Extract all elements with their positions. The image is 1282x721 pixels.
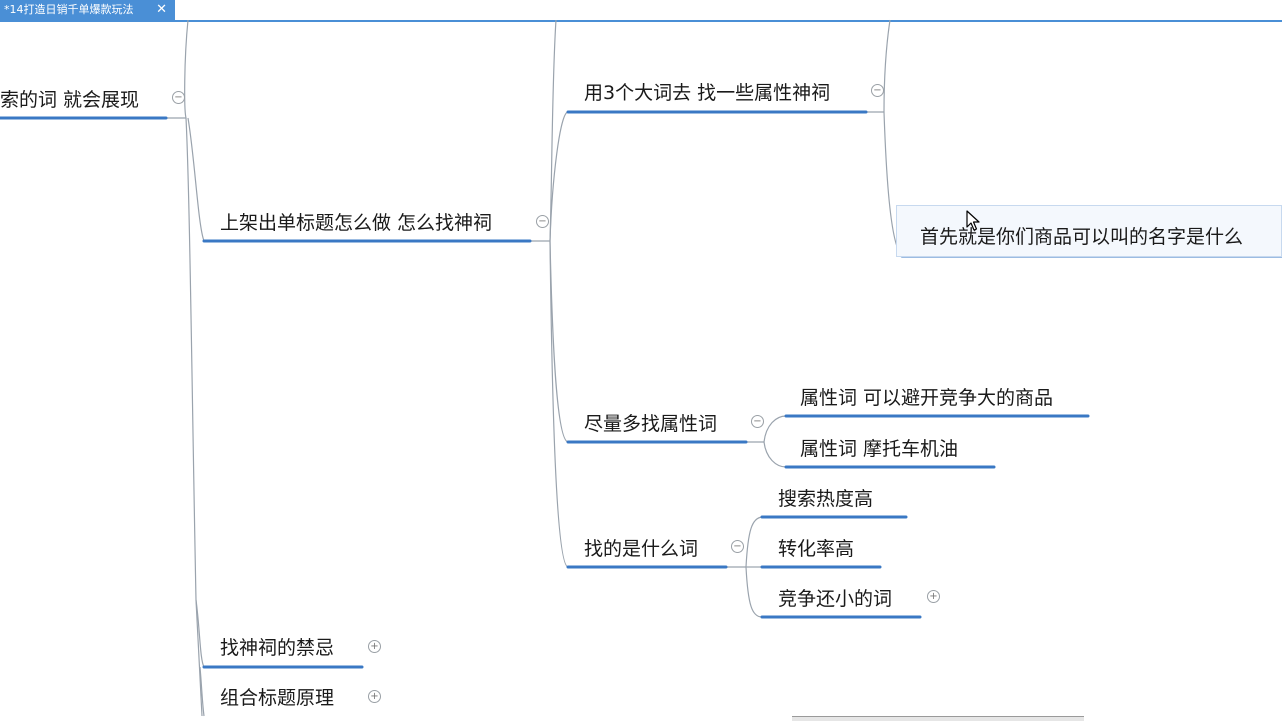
expand-icon[interactable]: + [368,690,381,703]
collapse-icon[interactable]: − [751,415,764,428]
expand-icon[interactable]: + [368,640,381,653]
node-attr-motor-oil[interactable]: 属性词 摩托车机油 [800,438,959,460]
node-what-words[interactable]: 找的是什么词 [584,538,699,560]
collapse-icon[interactable]: − [871,84,884,97]
expand-icon[interactable]: + [927,590,940,603]
node-taboo[interactable]: 找神祠的禁忌 [220,637,335,659]
collapse-icon[interactable]: − [731,540,744,553]
selected-node-highlight [896,205,1282,257]
node-find-attr-words[interactable]: 尽量多找属性词 [584,413,718,435]
node-title-how[interactable]: 上架出单标题怎么做 怎么找神祠 [220,212,493,234]
node-high-conversion[interactable]: 转化率高 [778,538,855,560]
mouse-cursor-icon [966,210,980,231]
document-tab-title: *14打造日销千单爆款玩法 [4,3,134,16]
node-use-3-words[interactable]: 用3个大词去 找一些属性神祠 [584,82,831,104]
collapse-icon[interactable]: − [536,215,549,228]
node-low-competition[interactable]: 竞争还小的词 [778,588,893,610]
document-tab[interactable]: *14打造日销千单爆款玩法 ✕ [0,0,175,20]
node-root-partial[interactable]: 索的词 就会展现 [0,89,140,111]
horizontal-scrollbar[interactable] [792,716,1084,721]
node-first-product-name[interactable]: 首先就是你们商品可以叫的名字是什么 [920,226,1244,248]
collapse-icon[interactable]: − [172,91,185,104]
tab-bar: *14打造日销千单爆款玩法 ✕ [0,0,1282,22]
close-icon[interactable]: ✕ [156,2,167,17]
node-attr-avoid-competition[interactable]: 属性词 可以避开竞争大的商品 [800,387,1054,409]
node-high-search[interactable]: 搜索热度高 [778,488,874,510]
node-combine-title[interactable]: 组合标题原理 [220,687,335,709]
